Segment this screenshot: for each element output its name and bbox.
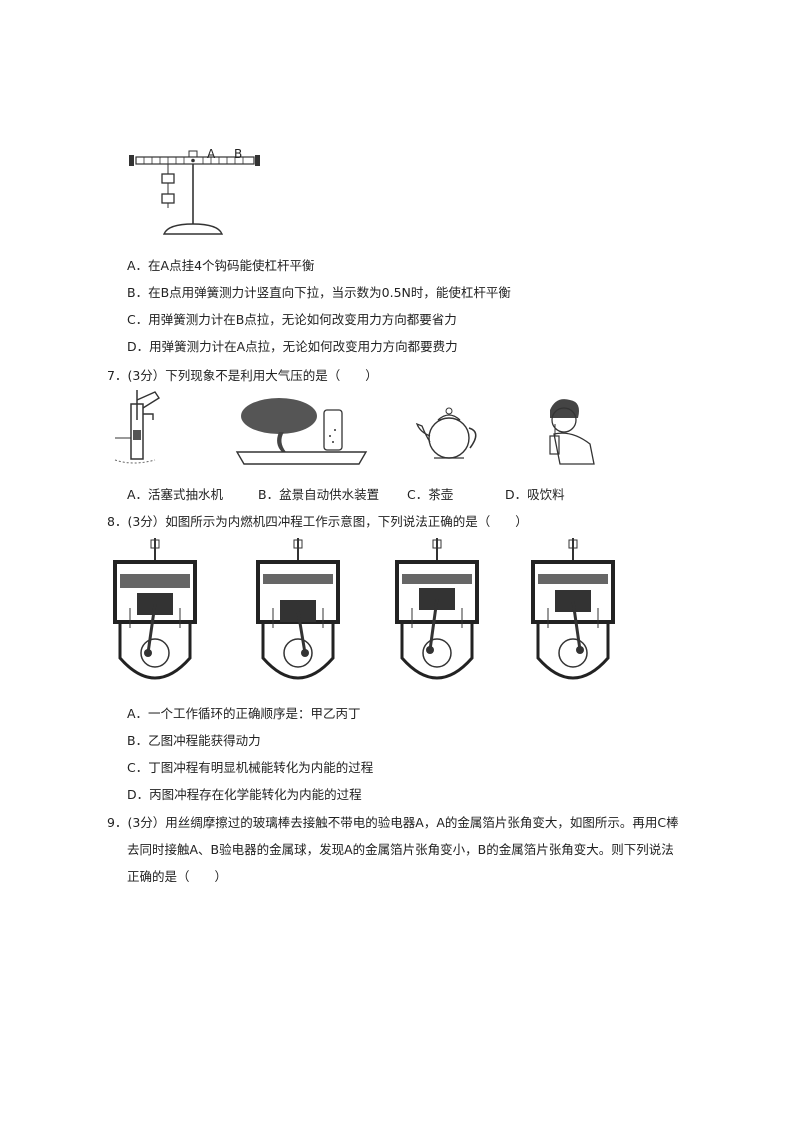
q6-option-a: A．在A点挂4个钩码能使杠杆平衡 <box>127 258 315 273</box>
lever-figure <box>129 150 260 235</box>
teapot-picture <box>415 407 477 459</box>
lever-label-a: A <box>207 147 216 161</box>
engine-stroke-2-figure <box>256 538 340 680</box>
q7-option-b: B．盆景自动供水装置 <box>258 487 380 502</box>
q8-option-b: B．乙图冲程能获得动力 <box>127 733 261 748</box>
q7-option-d: D．吸饮料 <box>505 487 565 502</box>
bonsai-water-supply-picture <box>235 398 368 465</box>
lever-label-b: B <box>234 147 243 161</box>
q8-option-c: C．丁图冲程有明显机械能转化为内能的过程 <box>127 760 374 775</box>
q7-stem: 7．(3分）下列现象不是利用大气压的是（ ） <box>107 368 378 383</box>
q9-stem-line-1: 9．(3分）用丝绸摩擦过的玻璃棒去接触不带电的验电器A，A的金属箔片张角变大，如… <box>107 815 679 830</box>
q9-stem-line-3: 正确的是（ ） <box>127 869 228 884</box>
q6-option-b: B．在B点用弹簧测力计竖直向下拉，当示数为0.5N时，能使杠杆平衡 <box>127 285 511 300</box>
q6-option-d: D．用弹簧测力计在A点拉，无论如何改变用力方向都要费力 <box>127 339 458 354</box>
engine-stroke-3-figure <box>395 538 479 680</box>
engine-stroke-4-figure <box>531 538 615 680</box>
drinking-boy-picture <box>549 399 595 465</box>
q9-stem-line-2: 去同时接触A、B验电器的金属球，发现A的金属箔片张角变小，B的金属箔片张角变大。… <box>127 842 674 857</box>
q6-option-c: C．用弹簧测力计在B点拉，无论如何改变用力方向都要省力 <box>127 312 457 327</box>
engine-stroke-1-figure <box>113 538 197 680</box>
q7-option-a: A．活塞式抽水机 <box>127 487 224 502</box>
q8-option-a: A．一个工作循环的正确顺序是：甲乙丙丁 <box>127 706 361 721</box>
q8-option-d: D．丙图冲程存在化学能转化为内能的过程 <box>127 787 362 802</box>
q8-stem: 8．(3分）如图所示为内燃机四冲程工作示意图，下列说法正确的是（ ） <box>107 514 528 529</box>
q7-option-c: C．茶壶 <box>407 487 454 502</box>
piston-pump-picture <box>114 390 160 464</box>
